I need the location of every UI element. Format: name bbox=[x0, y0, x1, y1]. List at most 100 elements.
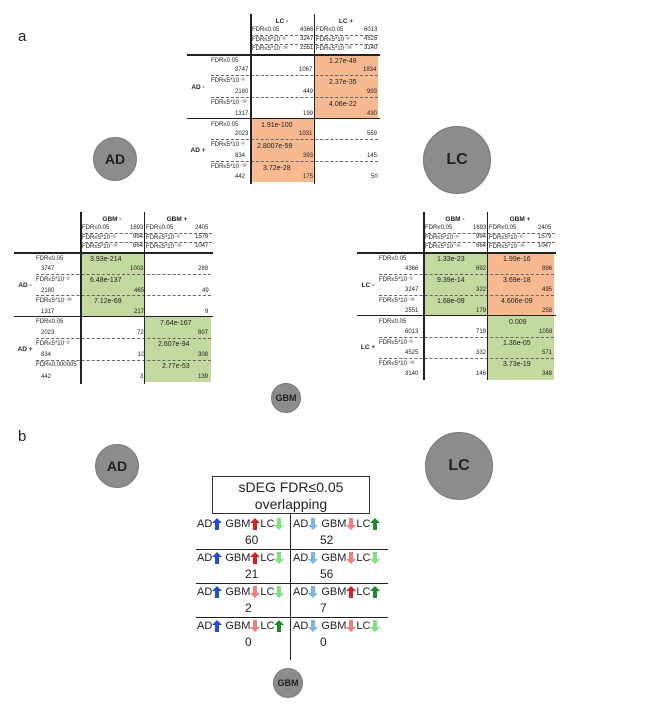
col-fdr-label: FDR≤0.05 bbox=[489, 225, 517, 231]
row-header-ad-neg: AD - bbox=[18, 282, 32, 289]
cell-count: 139 bbox=[198, 374, 209, 380]
overlap-dataset-label: LC bbox=[260, 586, 275, 598]
p-value: 2.8007e-59 bbox=[257, 143, 293, 150]
row-fdr-label: FDR≤5*10⁻¹⁸ bbox=[211, 164, 247, 170]
row-count: 1317 bbox=[235, 111, 249, 117]
overlap-dataset-label: AD bbox=[197, 552, 213, 564]
col-header-gbm-pos: GBM + bbox=[166, 216, 188, 223]
arrow-down-icon bbox=[308, 586, 319, 599]
col-fdr-label: FDR≤5*10⁻¹⁸ bbox=[252, 46, 288, 52]
row-header-lc-neg: LC - bbox=[361, 282, 375, 289]
p-value: 2.37e-35 bbox=[329, 79, 357, 86]
row-count: 2180 bbox=[235, 89, 249, 95]
overlap-dataset-label: AD bbox=[293, 586, 309, 598]
overlap-row-line bbox=[196, 583, 388, 584]
col-count: 1047 bbox=[195, 243, 209, 249]
row-count: 4366 bbox=[405, 266, 419, 272]
row-fdr-label: FDR≤0.05 bbox=[211, 58, 239, 64]
arrow-down-icon bbox=[346, 620, 357, 633]
cell-count: 1003 bbox=[130, 266, 144, 272]
col-fdr-label: FDR≤5*10⁻⁸ bbox=[252, 37, 286, 43]
overlap-dataset-label: AD bbox=[293, 552, 309, 564]
row-fdr-label: FDR≤5*10⁻⁸ bbox=[211, 78, 245, 84]
row-count: 3747 bbox=[41, 266, 55, 272]
p-value: 7.12e-69 bbox=[94, 298, 122, 305]
cell-count: 449 bbox=[303, 89, 314, 95]
cell-lcpos-gbmpos bbox=[487, 316, 554, 380]
overlap-dataset-label: AD bbox=[293, 620, 309, 632]
row-count: 2023 bbox=[41, 330, 55, 336]
overlap-dataset-label: GBM bbox=[222, 552, 251, 564]
circle-gbm-b: GBM bbox=[273, 668, 303, 698]
overlap-dataset-label: LC bbox=[356, 620, 371, 632]
arrow-up-icon bbox=[212, 518, 223, 531]
col-count: 1047 bbox=[538, 243, 552, 249]
overlap-title-box: sDEG FDR≤0.05 overlapping bbox=[212, 476, 370, 514]
arrow-down-icon bbox=[308, 620, 319, 633]
p-value: 0.009 bbox=[509, 319, 527, 326]
row-count: 3140 bbox=[405, 371, 419, 377]
matrix-ad-lc: LC - LC + FDR≤0.05 4366 FDR≤5*10⁻⁸ 3247 … bbox=[187, 14, 380, 184]
cell-count: 465 bbox=[134, 288, 145, 294]
cell-count: 199 bbox=[303, 111, 314, 117]
p-value: 1.99e-16 bbox=[503, 256, 531, 263]
overlap-dataset-label: LC bbox=[356, 586, 371, 598]
col-count: 664 bbox=[133, 243, 144, 249]
cell-adpos-lcneg bbox=[250, 119, 314, 182]
cell-count: 145 bbox=[367, 153, 378, 159]
overlap-dataset-label: AD bbox=[197, 620, 213, 632]
p-value: 2.77e-53 bbox=[162, 363, 190, 370]
overlap-dataset-label: LC bbox=[260, 518, 275, 530]
cell-lcneg-gbmpos bbox=[487, 253, 554, 316]
col-fdr-label: FDR≤5*10⁻¹⁸ bbox=[316, 46, 352, 52]
overlap-dataset-label: GBM bbox=[318, 620, 347, 632]
cell-count: 569 bbox=[367, 131, 378, 137]
p-value: 2.607e-94 bbox=[158, 341, 190, 348]
cell-count: 258 bbox=[542, 308, 553, 314]
row-count: 2180 bbox=[41, 288, 55, 294]
col-count: 3247 bbox=[300, 36, 314, 42]
cell-count: 393 bbox=[303, 153, 314, 159]
p-value: 1.36e-05 bbox=[503, 340, 531, 347]
p-value: 1.91e-100 bbox=[261, 122, 293, 129]
row-fdr-label: FDR≤5*10⁻⁸ bbox=[379, 277, 413, 283]
p-value: 3.73e-19 bbox=[503, 361, 531, 368]
col-header-gbm-neg: GBM - bbox=[102, 216, 122, 223]
col-header-gbm-pos: GBM + bbox=[509, 216, 531, 223]
p-value: 3.72e-28 bbox=[263, 165, 291, 172]
row-count: 2023 bbox=[235, 131, 249, 137]
overlap-row-line bbox=[196, 549, 388, 550]
col-fdr-label: FDR≤5*10⁻⁸ bbox=[316, 37, 350, 43]
panel-label-b: b bbox=[18, 428, 27, 445]
cell-count: 9 bbox=[205, 309, 209, 315]
arrow-down-icon bbox=[346, 552, 357, 565]
overlap-dataset-label: GBM bbox=[318, 552, 347, 564]
row-fdr-label: FDR≤5*10⁻¹⁸ bbox=[211, 100, 247, 106]
overlap-count: 56 bbox=[320, 567, 334, 581]
row-count: 3747 bbox=[235, 67, 249, 73]
overlap-dataset-label: LC bbox=[356, 552, 371, 564]
cell-count: 993 bbox=[367, 89, 378, 95]
p-value: 1.33e-23 bbox=[437, 256, 465, 263]
col-fdr-label: FDR≤5*10⁻⁸ bbox=[146, 235, 180, 241]
p-value: 4.06e-22 bbox=[329, 101, 357, 108]
cell-count: 807 bbox=[198, 330, 209, 336]
overlap-count: 60 bbox=[245, 533, 259, 547]
cell-count: 179 bbox=[476, 308, 487, 314]
p-value: 1.27e-48 bbox=[329, 58, 357, 65]
overlap-pattern: AD GBM LC bbox=[293, 620, 381, 633]
overlap-title-line2: overlapping bbox=[254, 496, 328, 512]
arrow-down-icon bbox=[250, 586, 261, 599]
row-fdr-label: FDR≤0.05 bbox=[36, 256, 64, 262]
cell-adneg-lcpos bbox=[314, 55, 378, 119]
cell-count: 1067 bbox=[299, 67, 313, 73]
p-value: 9.39e-14 bbox=[437, 277, 465, 284]
overlap-dataset-label: AD bbox=[197, 586, 213, 598]
col-fdr-label: FDR≤0.05 bbox=[82, 225, 110, 231]
